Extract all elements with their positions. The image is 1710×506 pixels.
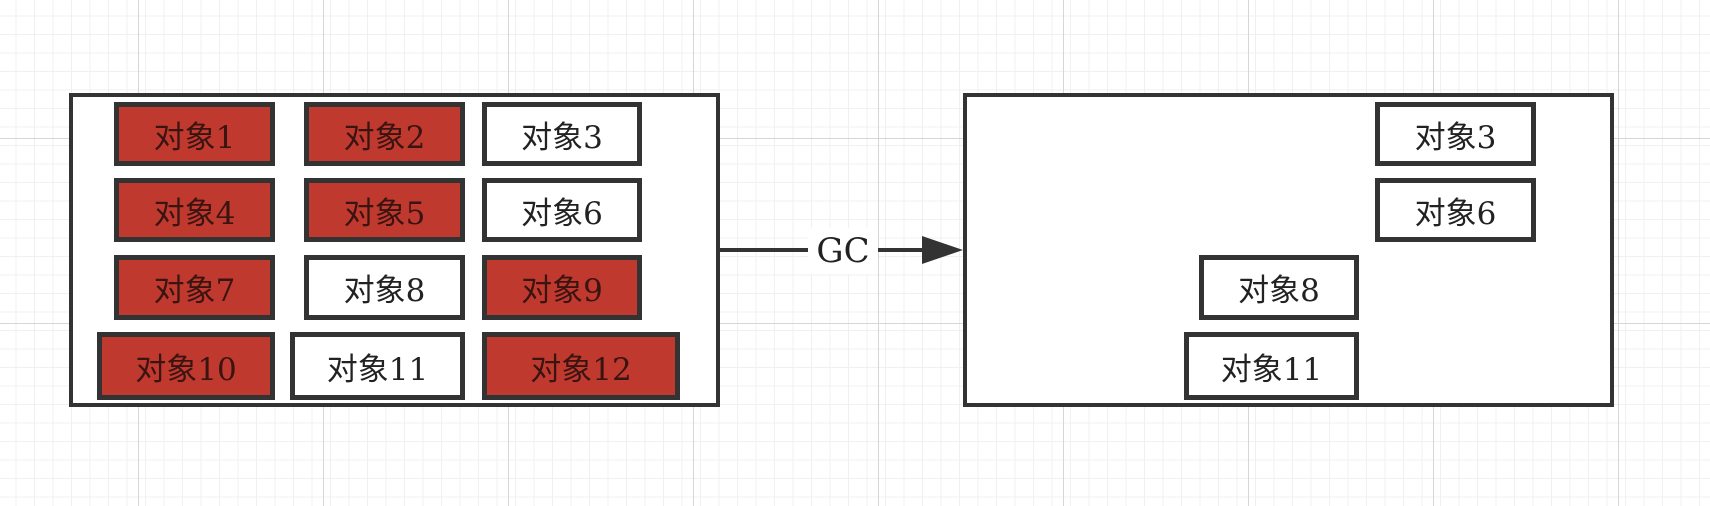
object-box: 对象4 [114, 178, 275, 242]
object-box: 对象12 [482, 332, 680, 400]
object-box: 对象9 [482, 255, 642, 320]
object-box: 对象7 [114, 255, 275, 320]
object-box: 对象10 [97, 332, 275, 400]
object-box: 对象5 [304, 178, 465, 242]
object-box: 对象3 [482, 102, 642, 166]
object-box: 对象1 [114, 102, 275, 166]
object-box: 对象8 [1199, 255, 1359, 320]
gc-arrow-head [922, 236, 963, 264]
object-box: 对象2 [304, 102, 465, 166]
object-box: 对象8 [304, 255, 465, 320]
object-box: 对象6 [482, 178, 642, 242]
object-box: 对象11 [290, 332, 465, 400]
object-box: 对象3 [1375, 102, 1536, 166]
object-box: 对象6 [1375, 178, 1536, 242]
object-box: 对象11 [1184, 332, 1359, 400]
gc-label: GC [808, 228, 878, 274]
